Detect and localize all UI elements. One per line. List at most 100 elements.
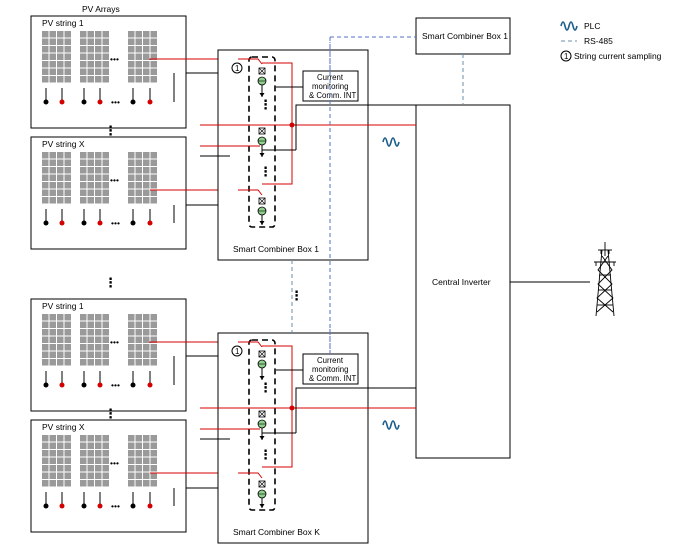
fuse-icon <box>258 480 266 488</box>
pv-panel-cell <box>42 321 49 328</box>
pv-panel-cell <box>80 31 87 38</box>
string-ellipsis: ⋮ <box>104 123 117 138</box>
combiner-box-label: Smart Combiner Box K <box>233 527 320 537</box>
pv-panel-cell <box>128 450 135 457</box>
pv-panel-cell <box>128 197 135 204</box>
pv-panel-cell <box>95 68 102 75</box>
pv-panel-cell <box>57 329 64 336</box>
pv-panel-cell <box>49 174 56 181</box>
pv-panel-cell <box>95 53 102 60</box>
pv-panel-cell <box>128 76 135 83</box>
pv-panel-cell <box>57 46 64 53</box>
pv-panel-cell <box>128 359 135 366</box>
pv-panel-cell <box>80 457 87 464</box>
pv-panel-cell <box>64 31 71 38</box>
terminal-dot <box>130 99 136 105</box>
pv-panel-cell <box>102 68 109 75</box>
pv-panel-cell <box>150 197 157 204</box>
panel-ellipsis: ••• <box>110 175 119 185</box>
pv-panel-cell <box>95 314 102 321</box>
pv-string-label: PV string 1 <box>42 18 84 28</box>
terminal-dot <box>59 99 65 105</box>
pv-panel-cell <box>128 480 135 487</box>
channel-ellipsis: ⋮ <box>259 164 272 179</box>
pv-panel-cell <box>87 321 94 328</box>
pv-panel-cell <box>87 314 94 321</box>
pv-panel-cell <box>102 344 109 351</box>
pv-panel-cell <box>128 189 135 196</box>
pv-panel-cell <box>87 182 94 189</box>
pv-panel-cell <box>143 480 150 487</box>
pv-string-label: PV string X <box>42 139 85 149</box>
pv-panel-cell <box>95 38 102 45</box>
pv-panel-cell <box>135 189 142 196</box>
pv-panel-cell <box>80 167 87 174</box>
junction-dot <box>289 405 295 411</box>
pv-panel-cell <box>80 359 87 366</box>
pv-panel-cell <box>128 457 135 464</box>
pv-panel-cell <box>150 61 157 68</box>
pv-panel-cell <box>143 359 150 366</box>
terminal-ellipsis: ••• <box>111 380 120 390</box>
pv-panel-cell <box>95 174 102 181</box>
pv-panel-cell <box>87 351 94 358</box>
pv-panel-cell <box>80 174 87 181</box>
pv-panel-cell <box>64 53 71 60</box>
channel-ellipsis: ⋮ <box>259 380 272 395</box>
pv-panel-cell <box>150 329 157 336</box>
pv-panel-cell <box>143 152 150 159</box>
pv-panel-cell <box>102 435 109 442</box>
combiner-box-label: Smart Combiner Box 1 <box>233 244 319 254</box>
pv-panel-cell <box>143 344 150 351</box>
pv-panel-cell <box>150 68 157 75</box>
negative-to-inverter <box>295 387 416 433</box>
pv-panel-cell <box>64 450 71 457</box>
pv-panel-cell <box>64 359 71 366</box>
pv-panel-cell <box>95 182 102 189</box>
fuse-cross <box>258 197 266 205</box>
pv-panel-cell <box>87 442 94 449</box>
pv-panel-cell <box>135 435 142 442</box>
pv-panel-cell <box>42 197 49 204</box>
pv-panel-cell <box>57 457 64 464</box>
pv-panel-cell <box>80 197 87 204</box>
pv-panel-cell <box>64 435 71 442</box>
pv-panel-cell <box>135 359 142 366</box>
monitor-line-3: & Comm. INT <box>309 91 356 100</box>
pv-panel-cell <box>150 31 157 38</box>
pv-panel-cell <box>102 465 109 472</box>
pv-panel-cell <box>87 197 94 204</box>
pv-panel-cell <box>64 61 71 68</box>
pv-panel-cell <box>128 336 135 343</box>
sampling-legend-number: 1 <box>564 52 568 61</box>
pv-panel-cell <box>80 61 87 68</box>
pv-panel-cell <box>64 152 71 159</box>
monitor-line-3: & Comm. INT <box>309 374 356 383</box>
pv-panel-cell <box>87 465 94 472</box>
pv-panel-cell <box>150 336 157 343</box>
pv-panel-cell <box>42 336 49 343</box>
pv-panel-cell <box>150 465 157 472</box>
monitor-line-1: Current <box>317 73 344 82</box>
pv-panel-cell <box>135 457 142 464</box>
pv-panel-cell <box>64 174 71 181</box>
pv-panel-cell <box>49 46 56 53</box>
pv-panel-cell <box>42 351 49 358</box>
junction-dot <box>289 122 295 128</box>
pv-panel-cell <box>143 68 150 75</box>
terminal-dot <box>43 99 49 105</box>
legend: PLC RS-485 1 String current sampling <box>560 21 662 62</box>
pv-panel-cell <box>42 152 49 159</box>
monitoring-region <box>248 56 276 228</box>
pv-panel-cell <box>128 152 135 159</box>
pv-panel-cell <box>95 152 102 159</box>
pv-panel-cell <box>95 351 102 358</box>
pv-panel-cell <box>80 351 87 358</box>
pv-panel-cell <box>80 344 87 351</box>
terminal-dot <box>130 382 136 388</box>
pv-arrays-title: PV Arrays <box>82 4 120 14</box>
terminal-dot <box>43 503 49 509</box>
pv-panel-cell <box>150 344 157 351</box>
pv-panel-cell <box>102 472 109 479</box>
pv-panel-cell <box>57 189 64 196</box>
